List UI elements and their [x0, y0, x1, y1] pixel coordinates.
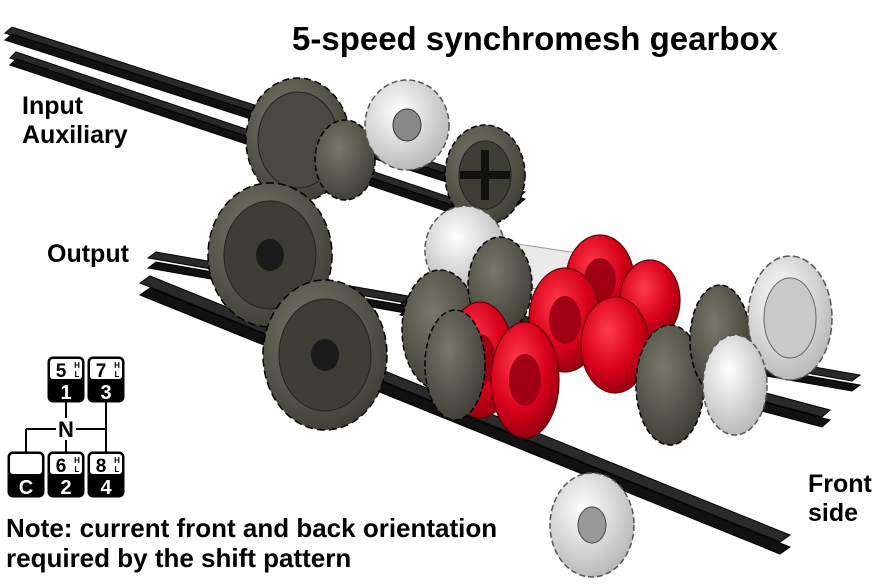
gear-light-right-small: [702, 334, 768, 436]
neutral-label: N: [58, 417, 74, 442]
gear-knob-right: [444, 124, 526, 226]
shift-slot-6-2: 6 H L 2: [47, 451, 85, 499]
shift-slot-c: C: [7, 451, 45, 499]
shift-slot-7-3: 7 H L 3: [87, 356, 125, 404]
hi-mark: H: [114, 456, 120, 465]
gear-4-label: 4: [100, 477, 112, 499]
input-auxiliary-label: Input Auxiliary: [22, 92, 128, 150]
lo-mark: L: [115, 370, 120, 379]
gear-input-mid: [314, 119, 376, 201]
note-line2: required by the shift pattern: [6, 542, 352, 573]
gear-7-label: 7: [96, 361, 107, 382]
note-line1: Note: current front and back orientation: [6, 513, 498, 543]
shift-pattern: N 5 H L 1 7 H L 3 C 6: [7, 356, 125, 499]
gear-3-label: 3: [100, 382, 111, 404]
output-label: Output: [47, 240, 129, 268]
front-side-label: Front side: [808, 470, 872, 528]
lo-mark: L: [115, 465, 120, 474]
gear-light-bottom: [549, 472, 635, 578]
synchro-ring-front-2: [490, 321, 560, 439]
gear-5-label: 5: [56, 361, 67, 382]
hi-mark: H: [74, 456, 80, 465]
gear-2-label: 2: [60, 477, 71, 499]
orientation-note: Note: current front and back orientation…: [6, 513, 498, 574]
shift-slot-5-1: 5 H L 1: [47, 356, 85, 404]
gear-front-large: [262, 279, 388, 431]
gear-1-label: 1: [60, 382, 71, 404]
gear-c-label: C: [19, 477, 33, 499]
shift-slot-8-4: 8 H L 4: [87, 451, 125, 499]
diagram-title: 5-speed synchromesh gearbox: [292, 20, 779, 57]
front-label-line2: side: [808, 498, 859, 527]
input-label-line2: Auxiliary: [22, 120, 128, 149]
hi-mark: H: [74, 361, 80, 370]
gear-light-right-large: [747, 255, 833, 381]
input-label-line1: Input: [22, 92, 84, 120]
gear-6-label: 6: [56, 456, 67, 477]
lo-mark: L: [75, 465, 80, 474]
hi-mark: H: [114, 361, 120, 370]
lo-mark: L: [75, 370, 80, 379]
gear-light-top: [364, 79, 450, 171]
front-label-line1: Front: [808, 470, 872, 498]
gear-8-label: 8: [96, 456, 107, 477]
gear-front-mid: [424, 309, 486, 421]
